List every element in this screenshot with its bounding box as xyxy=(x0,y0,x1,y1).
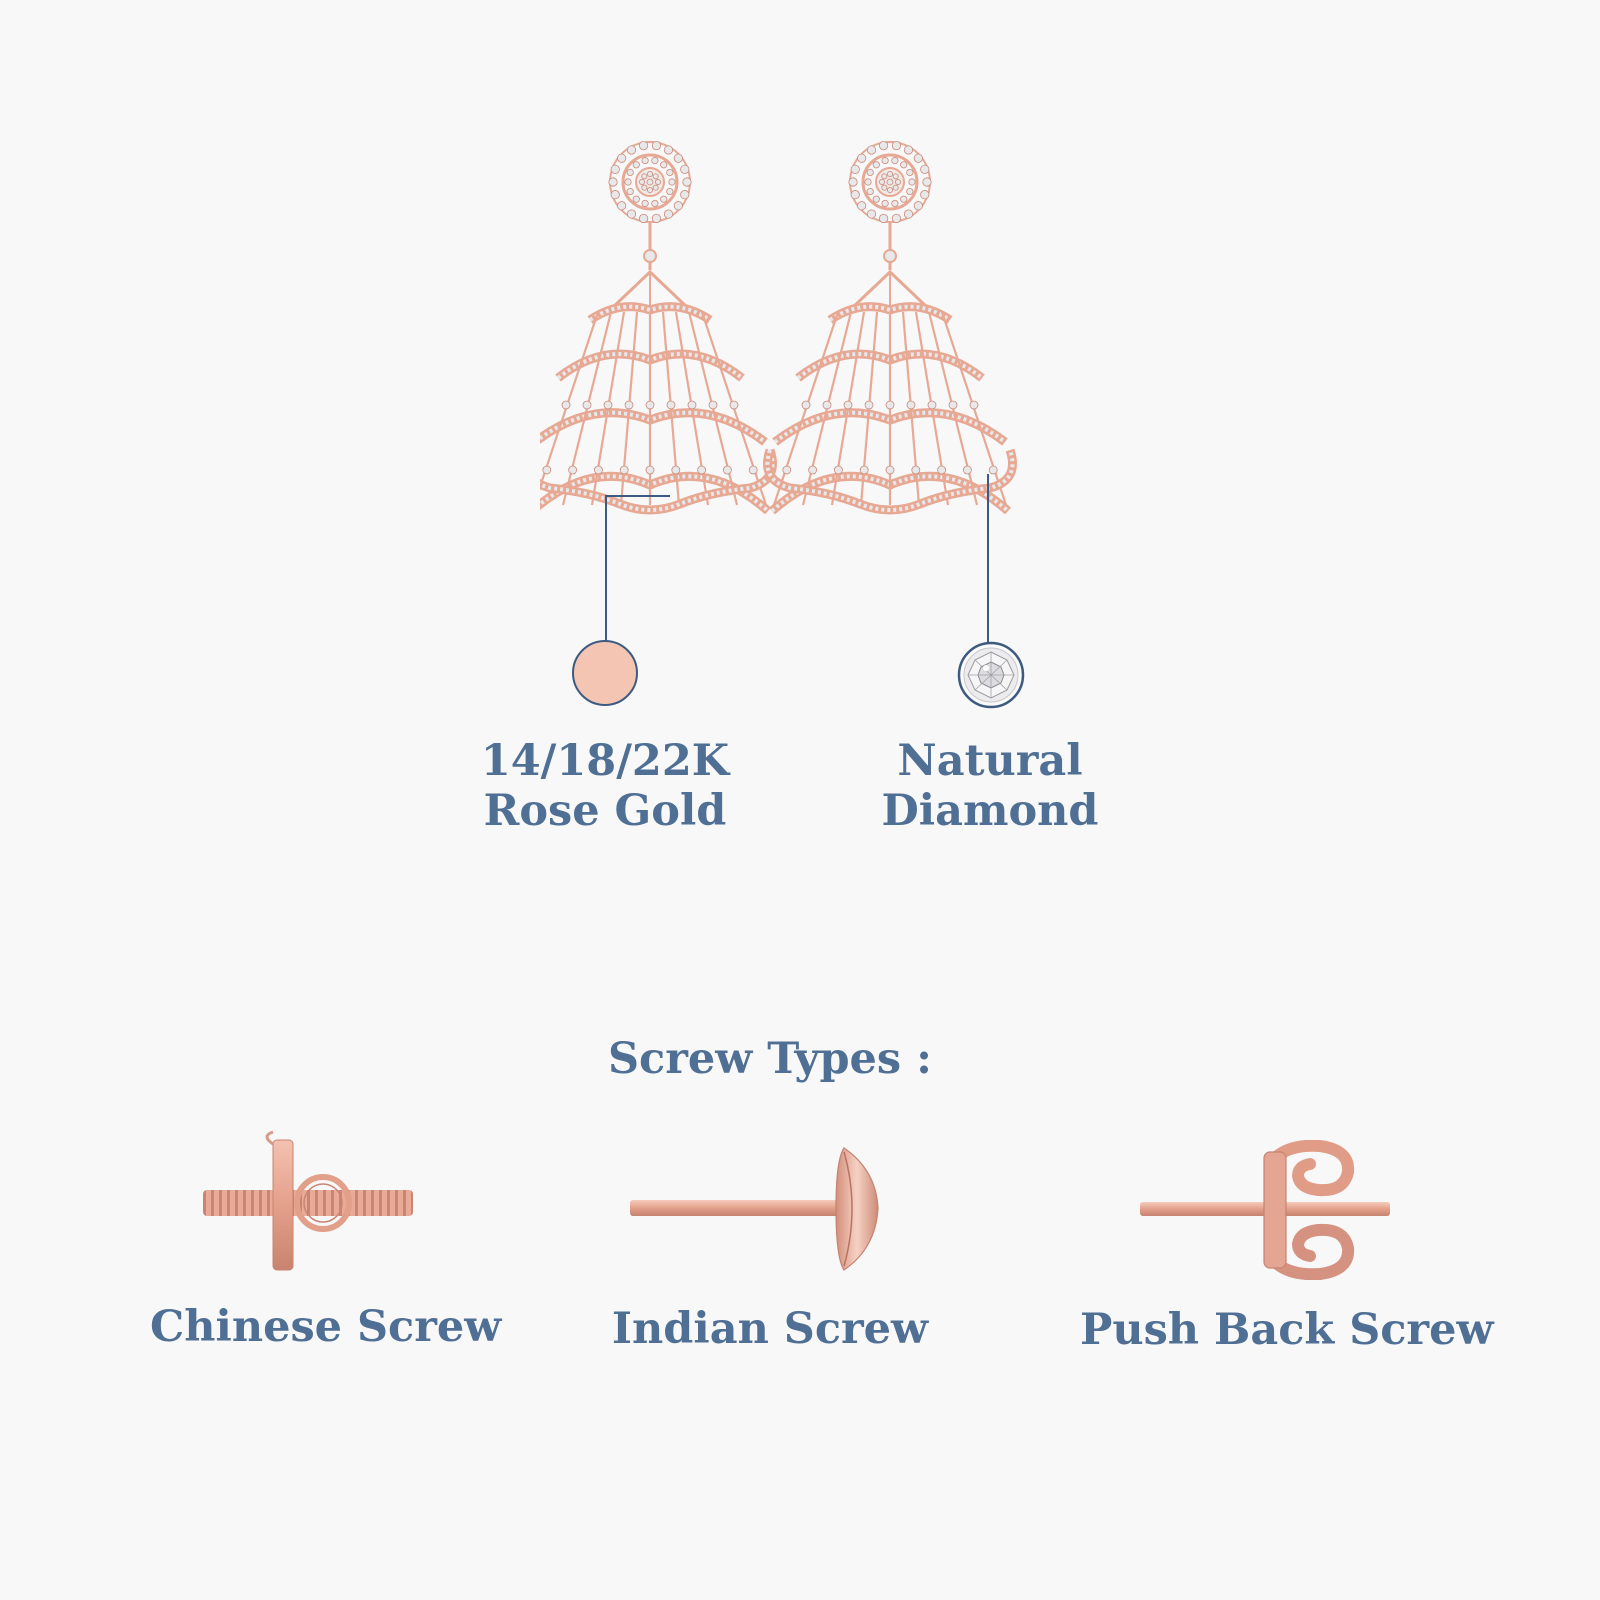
diamond-swatch-icon xyxy=(957,641,1025,709)
rose-gold-swatch-icon xyxy=(572,640,638,706)
push-back-screw-label: Push Back Screw xyxy=(1080,1305,1494,1355)
indian-screw-icon xyxy=(630,1147,879,1271)
indian-screw-label: Indian Screw xyxy=(611,1304,929,1354)
stone-type-text: Diamond xyxy=(881,786,1099,836)
push-back-screw-icon xyxy=(1140,1140,1390,1280)
metal-purity-text: 14/18/22K xyxy=(480,736,730,786)
stone-origin-text: Natural xyxy=(897,736,1083,786)
diamond-jhumka-earrings-icon xyxy=(540,140,1017,515)
metal-type-text: Rose Gold xyxy=(483,786,727,836)
stone-label: Natural Diamond xyxy=(840,736,1140,836)
chinese-screw-icon xyxy=(203,1130,413,1271)
screw-types-title: Screw Types : xyxy=(608,1034,932,1084)
chinese-screw-label: Chinese Screw xyxy=(150,1302,502,1352)
metal-label: 14/18/22K Rose Gold xyxy=(455,736,755,836)
